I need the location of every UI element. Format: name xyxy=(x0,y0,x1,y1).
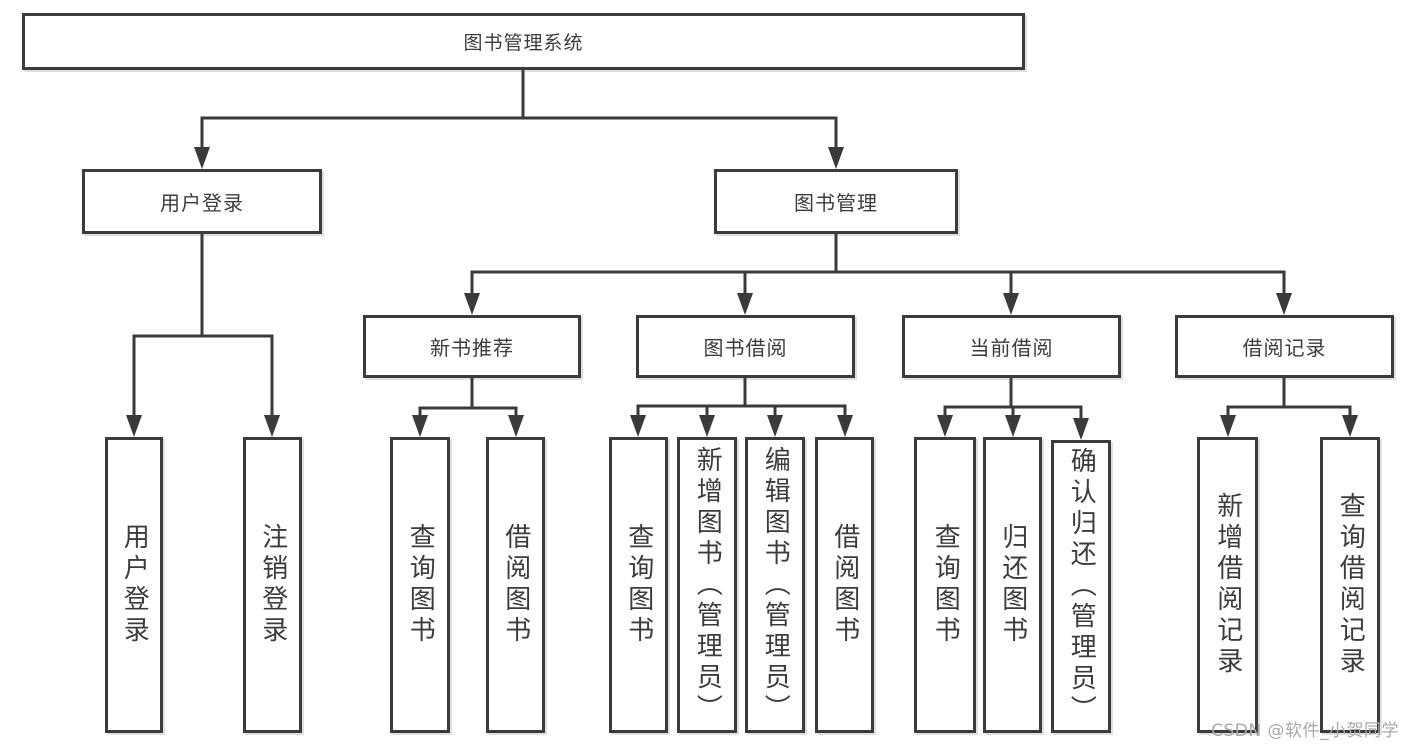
node-book-borrow-label: 图书借阅 xyxy=(703,336,788,360)
arrowhead-bor-query xyxy=(630,415,646,437)
arrowhead-cur-query xyxy=(937,415,953,437)
leaf-confirm-return-admin-label: 确认归还（管理员） xyxy=(1066,447,1097,726)
node-root-system: 图书管理系统 xyxy=(22,13,1025,70)
arrowhead-login xyxy=(194,147,210,169)
arrowhead-leaf-logout xyxy=(264,415,280,437)
leaf-return-books-label: 归还图书 xyxy=(997,523,1028,647)
leaf-logout-label: 注销登录 xyxy=(257,523,288,647)
leaf-recommend-borrow-books: 借阅图书 xyxy=(486,437,545,733)
leaf-current-query-books-label: 查询图书 xyxy=(930,523,961,647)
node-borrow-record: 借阅记录 xyxy=(1175,315,1394,378)
leaf-recommend-query-books: 查询图书 xyxy=(390,437,450,733)
arrowhead-mgmt xyxy=(828,147,844,169)
node-new-book-recommend: 新书推荐 xyxy=(363,315,581,378)
node-book-borrow: 图书借阅 xyxy=(636,315,855,378)
leaf-recommend-borrow-books-label: 借阅图书 xyxy=(500,523,531,647)
leaf-add-borrow-record-label: 新增借阅记录 xyxy=(1212,492,1243,678)
leaf-add-books-admin-label: 新增图书（管理员） xyxy=(692,445,723,725)
arrowhead-record xyxy=(1276,293,1292,315)
arrowhead-rec-query xyxy=(412,415,428,437)
leaf-recommend-query-books-label: 查询图书 xyxy=(405,523,436,647)
node-new-book-recommend-label: 新书推荐 xyxy=(430,336,514,360)
leaf-borrow-books-label: 借阅图书 xyxy=(829,523,860,647)
leaf-borrow-books: 借阅图书 xyxy=(815,437,874,733)
leaf-add-books-admin: 新增图书（管理员） xyxy=(677,437,737,733)
leaf-add-borrow-record: 新增借阅记录 xyxy=(1197,437,1258,733)
leaf-borrow-query-books-label: 查询图书 xyxy=(623,523,654,647)
arrowheads xyxy=(126,147,1358,440)
arrowhead-borrow xyxy=(737,293,753,315)
leaf-logout: 注销登录 xyxy=(243,437,302,733)
arrowhead-cur-confirm xyxy=(1073,418,1089,440)
node-current-borrow-label: 当前借阅 xyxy=(969,336,1054,360)
arrowhead-bor-add xyxy=(699,415,715,437)
arrowhead-current xyxy=(1003,293,1019,315)
arrowhead-rec-borrow xyxy=(508,415,524,437)
arrowhead-recd-add xyxy=(1220,415,1236,437)
leaf-return-books: 归还图书 xyxy=(983,437,1042,733)
leaf-query-borrow-record-label: 查询借阅记录 xyxy=(1335,492,1366,678)
arrowhead-bor-edit xyxy=(767,415,783,437)
leaf-edit-books-admin: 编辑图书（管理员） xyxy=(745,437,805,733)
node-root-label: 图书管理系统 xyxy=(463,32,584,54)
leaf-user-login-label: 用户登录 xyxy=(119,523,150,647)
node-book-management: 图书管理 xyxy=(714,169,958,234)
node-book-management-label: 图书管理 xyxy=(794,191,878,215)
node-user-login: 用户登录 xyxy=(82,169,322,234)
node-current-borrow: 当前借阅 xyxy=(902,315,1121,378)
arrowhead-leaf-login xyxy=(126,415,142,437)
node-borrow-record-label: 借阅记录 xyxy=(1242,336,1327,360)
arrowhead-bor-borrow xyxy=(837,415,853,437)
arrowhead-recommend xyxy=(464,293,480,315)
leaf-current-query-books: 查询图书 xyxy=(914,437,976,733)
leaf-user-login: 用户登录 xyxy=(105,437,163,733)
arrowhead-recd-query xyxy=(1342,415,1358,437)
leaf-edit-books-admin-label: 编辑图书（管理员） xyxy=(760,445,791,725)
leaf-confirm-return-admin: 确认归还（管理员） xyxy=(1051,440,1111,733)
csdn-watermark: CSDN @软件_小贺同学 xyxy=(1211,721,1399,741)
leaf-query-borrow-record: 查询借阅记录 xyxy=(1320,437,1380,733)
leaf-borrow-query-books: 查询图书 xyxy=(609,437,668,733)
node-user-login-label: 用户登录 xyxy=(160,191,244,215)
arrowhead-cur-return xyxy=(1005,415,1021,437)
